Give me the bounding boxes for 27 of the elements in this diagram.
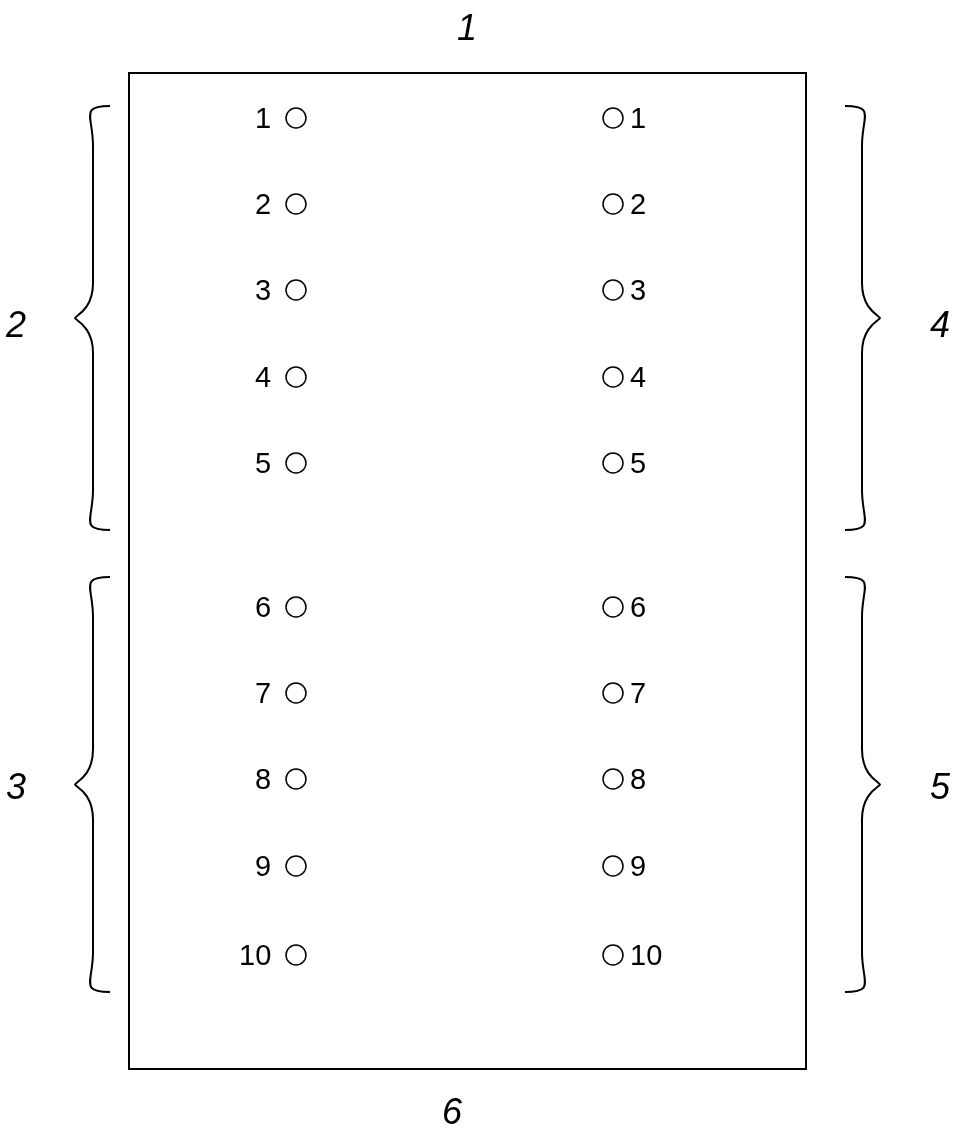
pin-number: 7: [630, 678, 647, 708]
pin-number: 2: [255, 189, 272, 219]
callout-number: 5: [930, 769, 951, 805]
pin-number: 5: [255, 448, 272, 478]
pin-number: 4: [255, 362, 272, 392]
pin-number: 9: [255, 851, 272, 881]
pin-number: 1: [255, 103, 272, 133]
pin-number: 8: [630, 764, 647, 794]
pin-number: 5: [630, 448, 647, 478]
pin-number: 3: [630, 275, 647, 305]
pin-number: 3: [255, 275, 272, 305]
callout-number: 1: [457, 10, 478, 46]
pin-number: 7: [255, 678, 272, 708]
device-outline: [128, 72, 807, 1070]
pin-number: 4: [630, 362, 647, 392]
pin-number: 8: [255, 764, 272, 794]
callout-number: 6: [442, 1094, 463, 1130]
pin-number: 9: [630, 851, 647, 881]
pin-number: 1: [630, 103, 647, 133]
callout-number: 2: [6, 307, 27, 343]
pin-number: 2: [630, 189, 647, 219]
pin-number: 10: [239, 940, 272, 970]
pin-number: 6: [255, 592, 272, 622]
callout-number: 4: [930, 307, 951, 343]
callout-number: 3: [6, 769, 27, 805]
pin-number: 10: [630, 940, 663, 970]
pin-number: 6: [630, 592, 647, 622]
